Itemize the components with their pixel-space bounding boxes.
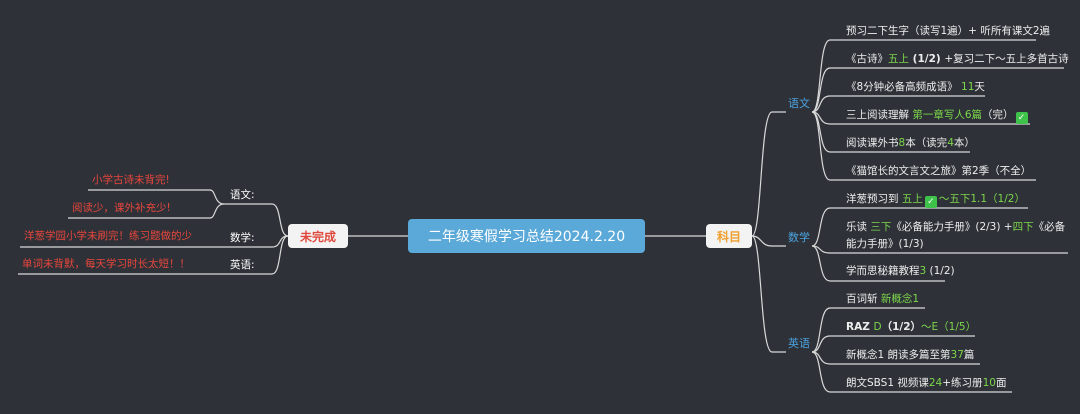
- leaf-chinese[interactable]: 《古诗》五上 (1/2) +复习二下～五上多首古诗: [846, 52, 1069, 66]
- leaf-text: 11: [961, 81, 975, 93]
- leaf-text: 乐读: [846, 221, 871, 233]
- leaf-text: 本（读完: [905, 137, 948, 149]
- leaf-text: 面: [995, 377, 1007, 389]
- leaf-english[interactable]: 百词斩 新概念1: [846, 292, 919, 306]
- leaf-text: ～E（1/5）: [921, 321, 977, 333]
- central-topic[interactable]: 二年级寒假学习总结2024.2.20: [408, 219, 645, 253]
- leaf-text: 四下: [1012, 221, 1034, 233]
- leaf-text: 能力手册》(1/3): [846, 238, 924, 250]
- incomplete-chinese-item[interactable]: 阅读少，课外补充少!: [72, 202, 171, 214]
- connector: [811, 307, 925, 353]
- leaf-text: 新概念1 朗读多篇至第: [846, 349, 951, 361]
- leaf-text: 8: [898, 137, 906, 149]
- leaf-english[interactable]: RAZ D（1/2）～E（1/5）: [846, 320, 976, 334]
- leaf-text: 24: [928, 377, 943, 389]
- incomplete-chinese-label[interactable]: 语文:: [230, 189, 255, 201]
- leaf-chinese[interactable]: 《猫馆长的文言文之旅》第2季（不全）: [846, 164, 1031, 178]
- leaf-chinese[interactable]: 《8分钟必备高频成语》 11天: [846, 80, 985, 94]
- leaf-chinese[interactable]: 三上阅读理解 第一章写人6篇（完）✓: [846, 108, 1030, 124]
- leaf-text: 预习二下生字（读写1遍）+ 听所有课文2遍: [846, 25, 1050, 37]
- leaf-math[interactable]: 能力手册》(1/3): [846, 237, 924, 251]
- connector: [751, 235, 786, 353]
- leaf-text: 篇: [963, 349, 975, 361]
- connector: [68, 203, 225, 219]
- leaf-text: 3: [919, 265, 927, 277]
- leaf-text: 10: [982, 377, 996, 389]
- leaf-text: D: [873, 321, 882, 333]
- leaf-text: +练习册: [942, 377, 983, 389]
- incomplete-node[interactable]: 未完成: [288, 224, 348, 248]
- leaf-text: (1/2): [926, 265, 955, 277]
- incomplete-math-label[interactable]: 数学:: [230, 232, 255, 244]
- leaf-text: 《古诗》: [846, 53, 888, 65]
- leaf-text: （1/2）: [881, 321, 922, 333]
- leaf-text: 洋葱预习到: [846, 193, 902, 205]
- incomplete-english-item[interactable]: 单词未背默，每天学习时长太短！！: [22, 258, 190, 270]
- leaf-text: ～五下1.1（1/2）: [938, 193, 1025, 205]
- leaf-chinese[interactable]: 阅读课外书8本（读完4本）: [846, 136, 975, 150]
- leaf-text: 37: [950, 349, 964, 361]
- connector: [811, 207, 1028, 247]
- leaf-math[interactable]: 洋葱预习到 五上✓～五下1.1（1/2）: [846, 192, 1025, 208]
- leaf-text: 《猫馆长的文言文之旅》第2季（不全）: [846, 165, 1032, 177]
- branch-math[interactable]: 数学: [788, 231, 810, 244]
- leaf-text: 三下: [870, 221, 892, 233]
- leaf-text: 本）: [953, 137, 975, 149]
- leaf-text: 天: [974, 81, 985, 93]
- leaf-text: 《8分钟必备高频成语》: [846, 81, 962, 93]
- leaf-english[interactable]: 朗文SBS1 视频课24+练习册10面: [846, 376, 1006, 390]
- leaf-text: 第一章写人6篇: [912, 109, 983, 121]
- subjects-node[interactable]: 科目: [706, 224, 752, 248]
- connector: [224, 203, 289, 237]
- branch-chinese[interactable]: 语文: [788, 97, 810, 110]
- connector: [811, 245, 1068, 254]
- check-icon: ✓: [924, 196, 937, 208]
- connector: [751, 235, 786, 247]
- check-icon: ✓: [1015, 112, 1028, 124]
- leaf-text: 阅读课外书: [846, 137, 899, 149]
- incomplete-math-item[interactable]: 洋葱学园小学未刷完！练习题做的少: [24, 230, 192, 242]
- connector: [811, 39, 1036, 113]
- leaf-text: 百词斩: [846, 293, 881, 305]
- connector: [811, 351, 1012, 393]
- leaf-text: 学而思秘籍教程: [846, 265, 920, 277]
- leaf-text: 五上: [888, 53, 909, 65]
- leaf-text: RAZ: [846, 321, 874, 333]
- leaf-text: 《必备能力手册》(2/3) +: [891, 221, 1013, 233]
- leaf-text: +复习二下～五上多首古诗: [944, 53, 1069, 65]
- connector: [811, 245, 945, 282]
- leaf-text: 新概念1: [880, 293, 920, 305]
- incomplete-english-label[interactable]: 英语:: [230, 259, 255, 271]
- connector: [811, 111, 1036, 181]
- leaf-text: （完）: [982, 109, 1014, 121]
- branch-english[interactable]: 英语: [788, 337, 810, 350]
- leaf-chinese[interactable]: 预习二下生字（读写1遍）+ 听所有课文2遍: [846, 24, 1050, 38]
- connector: [751, 111, 786, 237]
- incomplete-chinese-item[interactable]: 小学古诗未背完!: [92, 174, 170, 186]
- connector: [224, 235, 289, 275]
- leaf-text: 五上: [901, 193, 923, 205]
- leaf-english[interactable]: 新概念1 朗读多篇至第37篇: [846, 348, 974, 362]
- leaf-math[interactable]: 学而思秘籍教程3 (1/2): [846, 264, 955, 278]
- connector: [88, 189, 225, 205]
- leaf-text: (1/2): [909, 53, 945, 65]
- connector: [811, 335, 975, 353]
- leaf-math[interactable]: 乐读 三下《必备能力手册》(2/3) +四下《必备: [846, 220, 1065, 234]
- leaf-text: 三上阅读理解: [846, 109, 913, 121]
- leaf-text: 朗文SBS1 视频课: [846, 377, 929, 389]
- connector: [811, 95, 985, 113]
- connector: [811, 67, 1064, 113]
- leaf-text: 4: [947, 137, 954, 149]
- leaf-text: 《必备: [1033, 221, 1066, 233]
